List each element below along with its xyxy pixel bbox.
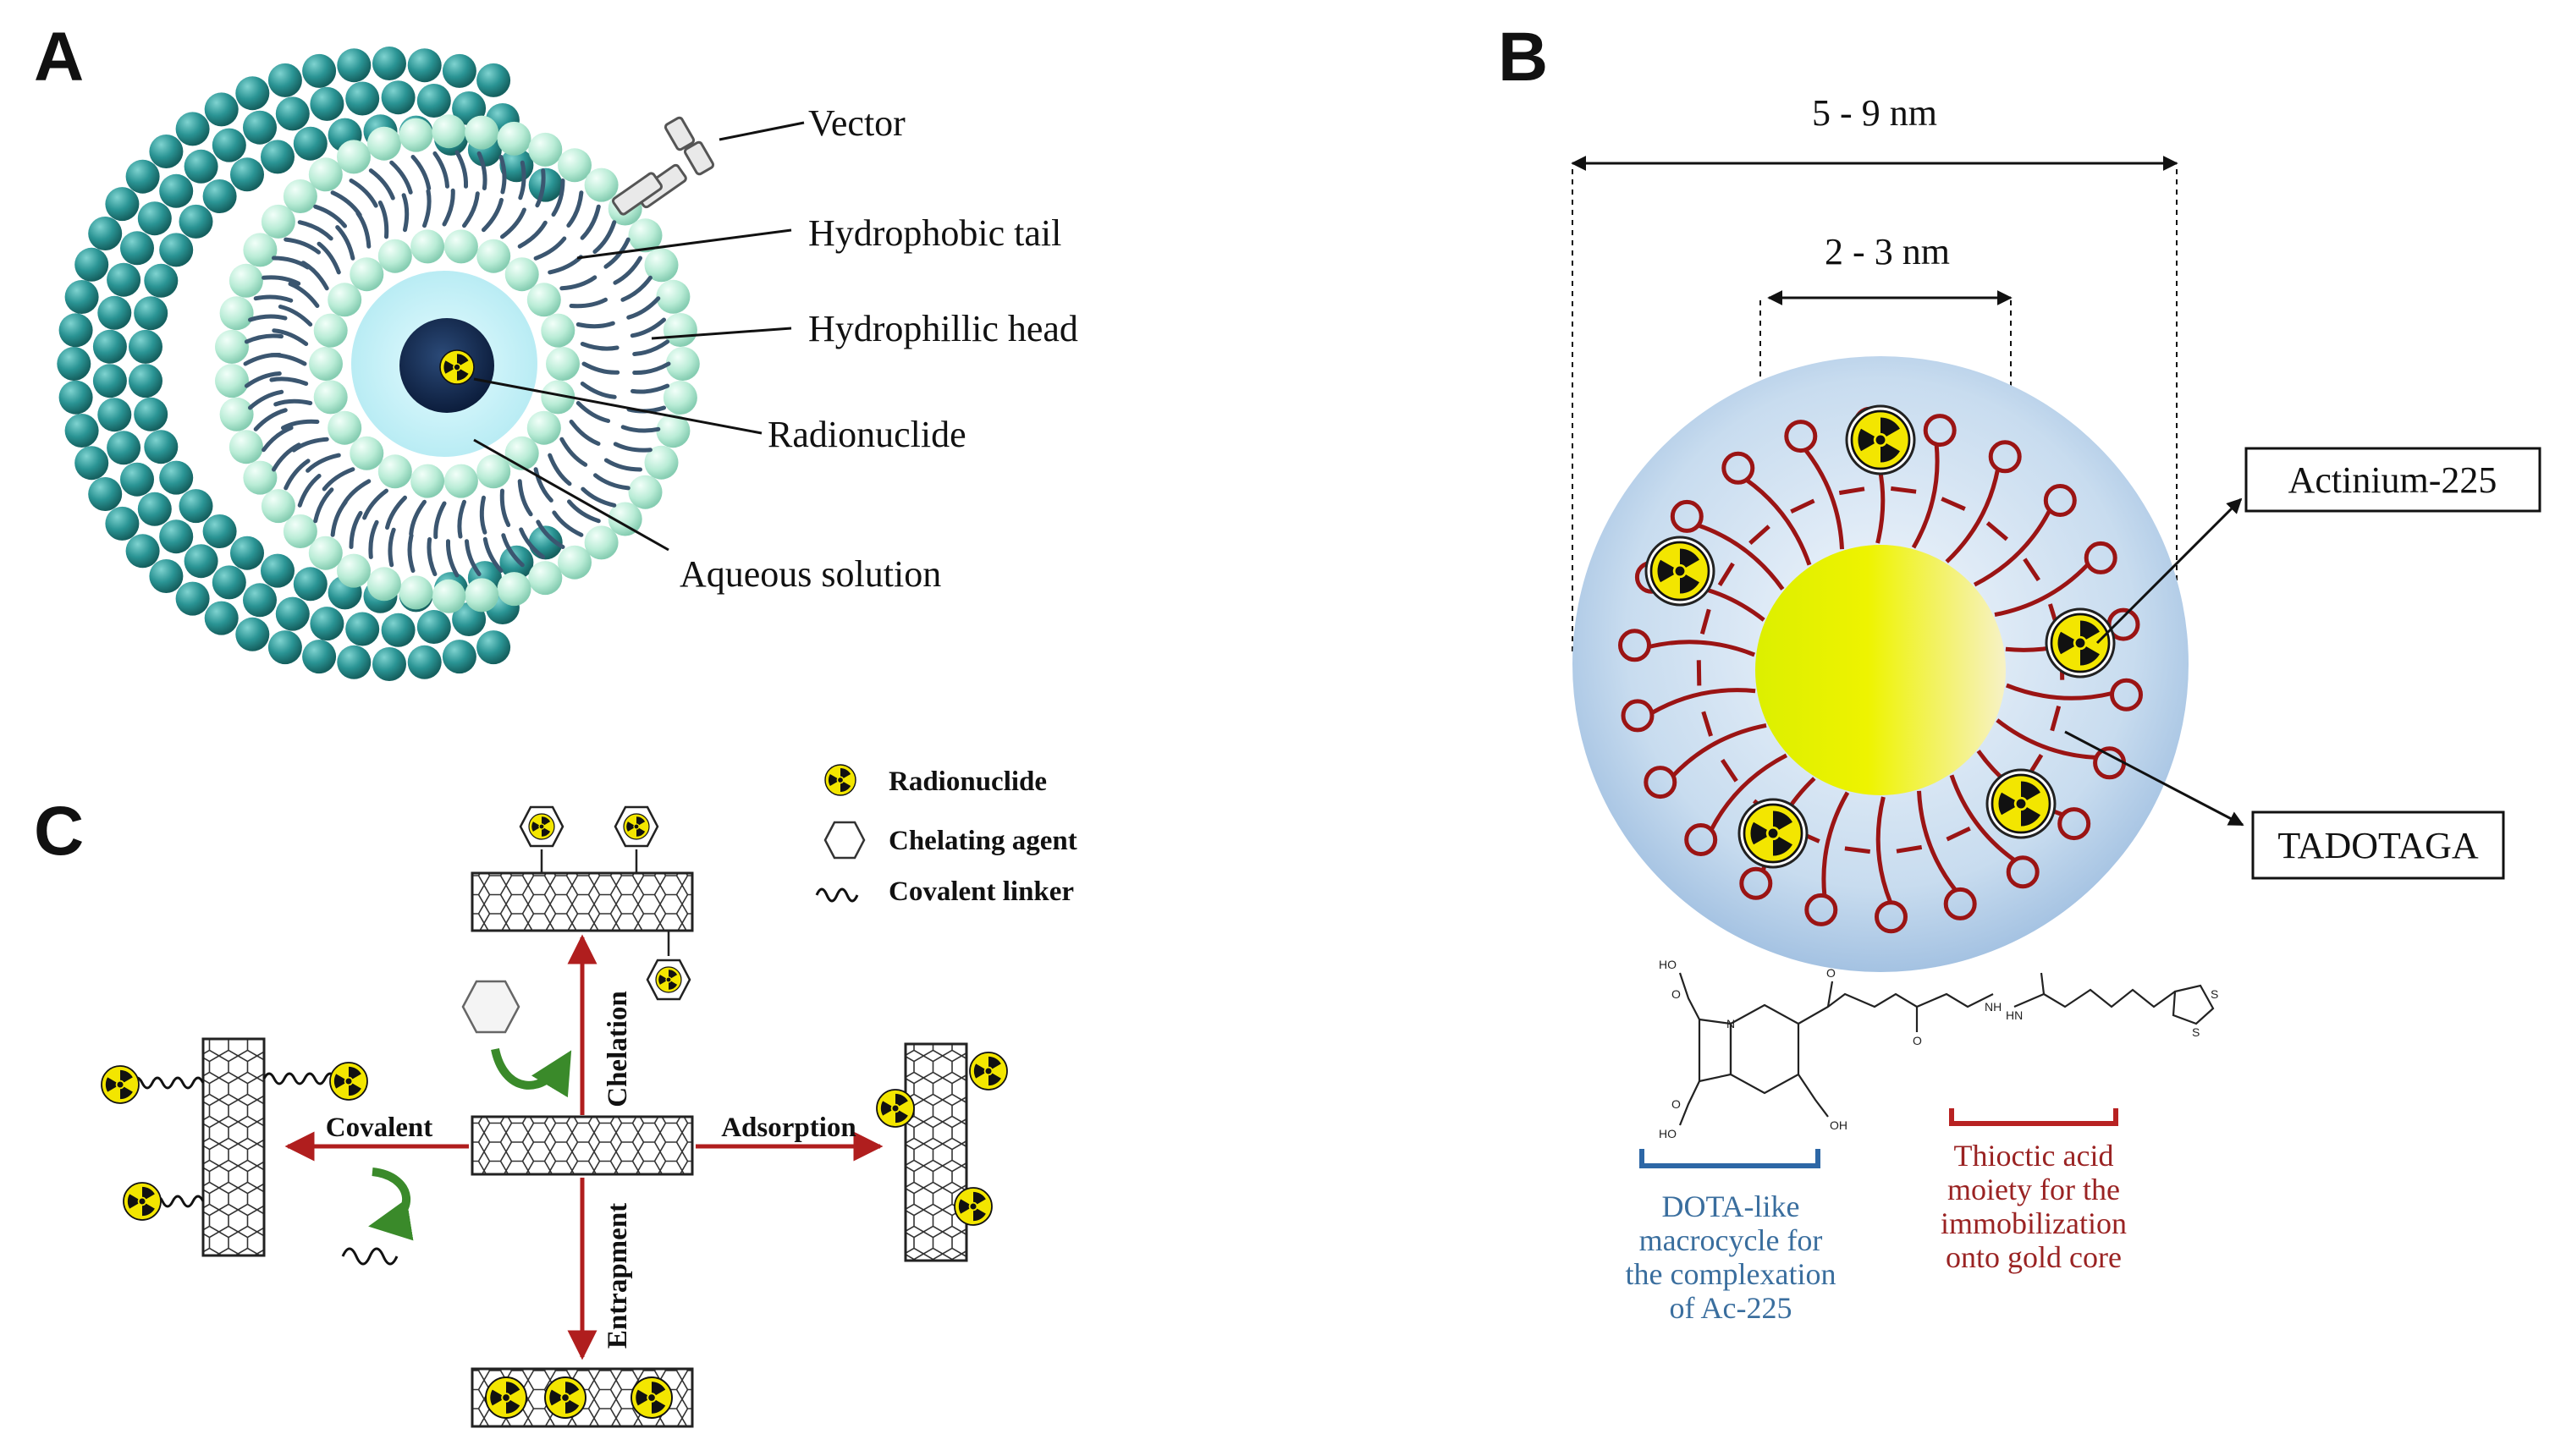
hydrophobic-tails-inner	[268, 188, 620, 540]
thioctic-bracket	[1949, 1108, 2118, 1126]
radionuclide-entrapped-1	[486, 1377, 526, 1418]
arrow-label-entrapment: Entrapment	[603, 1203, 633, 1349]
nanotube-center	[471, 1115, 694, 1176]
svg-text:of Ac-225: of Ac-225	[1670, 1291, 1792, 1325]
tadotaga-box	[2251, 810, 2505, 880]
radionuclide-chelated-2	[624, 814, 649, 839]
dimension-outer: 5 - 9 nm	[1571, 92, 2178, 651]
svg-text:moiety for the: moiety for the	[1947, 1173, 2120, 1206]
nanotube-left	[201, 1037, 266, 1257]
nanotubes	[201, 871, 968, 1428]
gold-core	[1755, 545, 2006, 795]
legend-chelator-icon	[823, 821, 866, 860]
covalent-curve-icon	[368, 1168, 414, 1241]
svg-text:S: S	[2192, 1025, 2200, 1039]
svg-text:O: O	[1826, 966, 1836, 980]
panel-a-leaders	[473, 121, 805, 552]
legend-linker-label: Covalent linker	[889, 876, 1074, 907]
panel-a-letter: A	[34, 19, 84, 96]
svg-text:O: O	[1671, 987, 1681, 1001]
dimension-inner: 2 - 3 nm	[1759, 231, 2013, 609]
free-chelator-icon	[461, 980, 520, 1034]
svg-text:HO: HO	[1659, 958, 1677, 971]
svg-text:S: S	[2211, 987, 2218, 1001]
svg-text:O: O	[1671, 1097, 1681, 1111]
thioctic-caption: Thioctic acid moiety for the immobilizat…	[1941, 1139, 2127, 1274]
svg-text:OH: OH	[1830, 1118, 1847, 1132]
radionuclide-adsorbed-2	[970, 1052, 1007, 1090]
radionuclide-chelated-3	[656, 967, 681, 992]
panel-c-legend: Radionuclide Chelating agent Covalent li…	[815, 765, 1077, 907]
arrow-label-adsorption: Adsorption	[721, 1113, 856, 1143]
tadotaga-label: TADOTAGA	[2277, 825, 2479, 866]
actinium-label: Actinium-225	[2288, 459, 2497, 501]
inner-hydrophilic-heads	[309, 229, 580, 498]
radionuclide-adsorbed-1	[877, 1090, 914, 1127]
radionuclide-chelated-1	[529, 814, 554, 839]
svg-text:DOTA-like: DOTA-like	[1661, 1190, 1799, 1223]
svg-text:macrocycle for: macrocycle for	[1639, 1223, 1823, 1257]
legend-radionuclide-icon	[825, 765, 856, 795]
radionuclide-covalent-3	[124, 1183, 161, 1220]
legend-linker-icon	[815, 887, 859, 903]
tadotaga-structure	[1678, 972, 2215, 1126]
nanotube-right	[904, 1042, 968, 1262]
svg-text:immobilization: immobilization	[1941, 1206, 2127, 1240]
label-vector: Vector	[808, 102, 906, 144]
svg-text:onto gold core: onto gold core	[1946, 1240, 2122, 1274]
radionuclide-icon	[440, 350, 474, 384]
radionuclide-adsorbed-3	[955, 1188, 992, 1225]
label-hydrophobic-tail: Hydrophobic tail	[808, 212, 1061, 254]
svg-text:HN: HN	[2006, 1008, 2023, 1022]
inner-dimension-label: 2 - 3 nm	[1825, 231, 1950, 272]
outer-dimension-label: 5 - 9 nm	[1812, 92, 1937, 134]
svg-text:N: N	[1726, 1017, 1735, 1030]
label-hydrophilic-head: Hydrophillic head	[808, 308, 1078, 349]
chelation-curve-icon	[491, 1047, 572, 1098]
arrow-label-chelation: Chelation	[603, 991, 633, 1107]
radionuclide-entrapped-3	[631, 1377, 672, 1418]
panel-b: B 5 - 9 nm 2 - 3 nm Actinium-225 TADOTAG…	[1498, 19, 2541, 1325]
radionuclide-covalent-2	[330, 1063, 367, 1100]
hydrophobic-tails-outer	[243, 150, 671, 578]
dota-bracket	[1639, 1149, 1820, 1168]
svg-text:Thioctic acid: Thioctic acid	[1954, 1139, 2114, 1173]
radionuclide-covalent-1	[102, 1066, 139, 1103]
actinium-box	[2244, 447, 2541, 513]
pathway-arrows	[284, 934, 884, 1360]
vector-antibody-icon	[612, 116, 715, 216]
legend-chelator-label: Chelating agent	[889, 826, 1077, 856]
outer-hydrophilic-heads	[215, 114, 700, 613]
panel-b-letter: B	[1498, 19, 1548, 96]
legend-radionuclide-label: Radionuclide	[889, 766, 1047, 797]
free-linker-icon	[341, 1247, 399, 1266]
svg-text:the complexation: the complexation	[1626, 1257, 1836, 1291]
arrow-label-covalent: Covalent	[326, 1113, 433, 1143]
structure-atoms: HO O N HO O OH O NH HN S S O	[1659, 958, 2218, 1140]
svg-text:HO: HO	[1659, 1127, 1677, 1140]
nanotube-top	[471, 871, 694, 932]
svg-text:NH: NH	[1985, 1000, 2002, 1014]
liposome	[57, 47, 700, 681]
radionuclide-entrapped-2	[545, 1377, 586, 1418]
label-aqueous-solution: Aqueous solution	[680, 553, 941, 595]
panel-c-letter: C	[34, 793, 84, 870]
dota-caption: DOTA-like macrocycle for the complexatio…	[1626, 1190, 1836, 1325]
label-radionuclide: Radionuclide	[768, 414, 966, 455]
actinium-225-icons	[1646, 406, 2114, 867]
svg-text:O: O	[1913, 1034, 1922, 1047]
panel-c: C Radionuclide Chelating agent Covalent …	[34, 765, 1077, 1426]
panel-a: A Vector Hydrophobic tail	[34, 19, 1078, 681]
